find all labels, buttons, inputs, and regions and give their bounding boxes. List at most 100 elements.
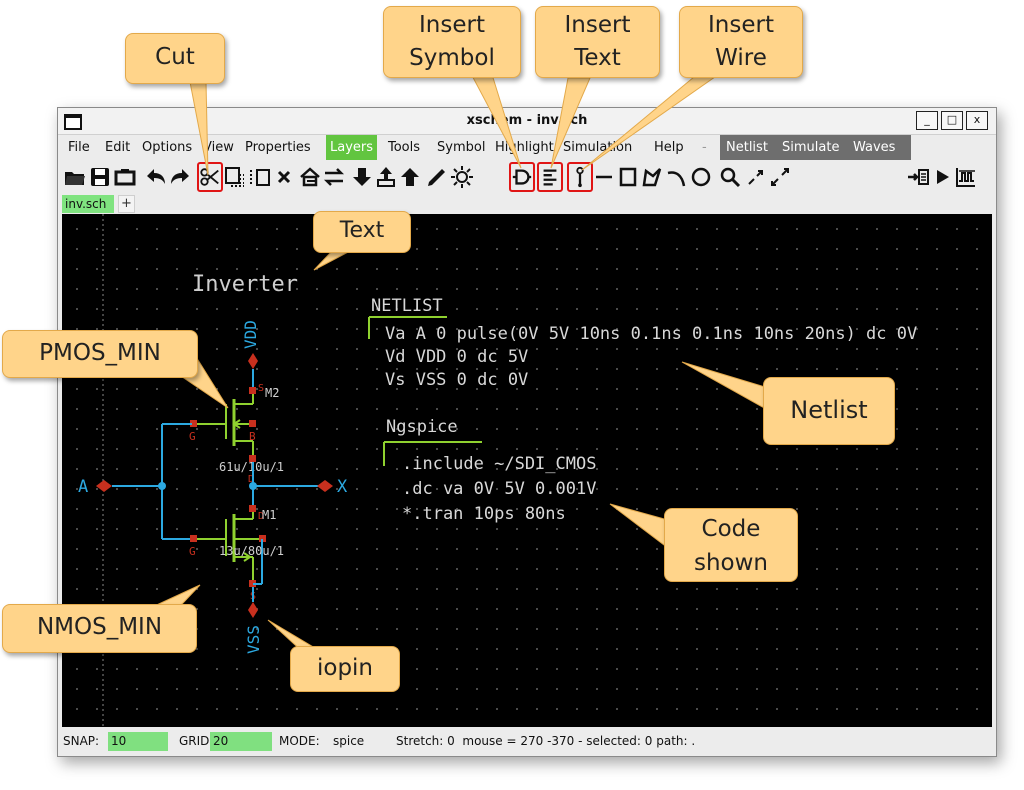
menu-edit[interactable]: Edit	[105, 140, 131, 155]
swap-icon[interactable]	[322, 165, 346, 189]
callout-netlist-text: Netlist	[790, 396, 868, 424]
x-label: X	[337, 477, 348, 497]
menu-tools[interactable]: Tools	[388, 140, 421, 155]
m1-label: M1	[262, 508, 276, 522]
window-menu-icon[interactable]	[64, 114, 82, 130]
menu-waves[interactable]: Waves	[853, 140, 896, 155]
title-bar[interactable]: xschem - inv.sch _ □ x	[58, 108, 996, 135]
insert-text-icon[interactable]	[537, 162, 563, 192]
netlist-line-2: Vd VDD 0 dc 5V	[385, 347, 528, 367]
menu-simulation[interactable]: Simulation	[563, 140, 633, 155]
simulate-icon[interactable]	[930, 165, 954, 189]
tab-bar: inv.sch +	[58, 194, 996, 214]
callout-insert-symbol-line2: Symbol	[409, 45, 495, 71]
a-iopin	[96, 480, 112, 492]
line-icon[interactable]	[592, 165, 616, 189]
m2-pin-s: S	[258, 383, 264, 394]
ngspice-header: Ngspice	[386, 417, 458, 437]
nmos-m1[interactable]	[190, 505, 266, 587]
zoom-in-icon[interactable]	[744, 165, 768, 189]
m2-pin-b: B	[249, 430, 256, 443]
move-icon[interactable]	[298, 165, 322, 189]
zoom-icon[interactable]	[718, 165, 742, 189]
cut-icon[interactable]	[197, 162, 223, 192]
save-icon[interactable]	[88, 165, 112, 189]
xschem-window: xschem - inv.sch _ □ x File Edit Options…	[57, 107, 997, 757]
status-bar: SNAP: 10 GRID: 20 MODE: spice Stretch: 0…	[58, 729, 996, 755]
brightness-icon[interactable]	[450, 165, 474, 189]
zoom-out-icon[interactable]	[768, 165, 792, 189]
callout-text-text: Text	[339, 218, 385, 243]
schematic-title: Inverter	[192, 272, 298, 297]
m2-size: 61u/10u/1	[219, 460, 284, 474]
draw-icon[interactable]	[425, 165, 449, 189]
maximize-button[interactable]: □	[941, 111, 963, 130]
vss-label: VSS	[244, 625, 263, 654]
minimize-button[interactable]: _	[916, 111, 938, 130]
menu-properties[interactable]: Properties	[245, 140, 311, 155]
callout-cut-text: Cut	[155, 44, 195, 70]
menu-symbol[interactable]: Symbol	[437, 140, 486, 155]
copy-icon[interactable]	[223, 165, 247, 189]
toolbar	[58, 161, 996, 194]
grid-label: GRID:	[179, 734, 214, 748]
arc-icon[interactable]	[665, 165, 689, 189]
menu-file[interactable]: File	[68, 140, 90, 155]
ngspice-line-3: *.tran 10ps 80ns	[402, 504, 566, 524]
grid-input[interactable]: 20	[210, 732, 272, 751]
insert-icon[interactable]	[374, 165, 398, 189]
insert-symbol-icon[interactable]	[509, 162, 535, 192]
m1-pin-g: G	[189, 545, 196, 558]
menu-bar: File Edit Options View Properties Layers…	[58, 135, 996, 160]
close-button[interactable]: x	[966, 111, 988, 130]
m2-pin-g: G	[189, 430, 196, 443]
add-tab-button[interactable]: +	[118, 195, 135, 213]
callout-cut: Cut	[125, 33, 225, 84]
waves-icon[interactable]	[954, 165, 978, 189]
menu-highlight[interactable]: Highlight	[495, 140, 554, 155]
callout-code-shown-line2: shown	[693, 550, 769, 576]
netlist-icon[interactable]	[906, 165, 930, 189]
callout-insert-wire-line2: Wire	[715, 45, 767, 71]
vdd-label: VDD	[241, 320, 260, 349]
redo-icon[interactable]	[168, 165, 192, 189]
snap-input[interactable]: 10	[108, 732, 168, 751]
pmos-m2[interactable]	[190, 387, 256, 462]
out-junction	[249, 482, 257, 490]
delete-icon[interactable]	[272, 165, 296, 189]
insert-wire-icon[interactable]	[567, 162, 593, 192]
callout-nmos: NMOS_MIN	[2, 604, 197, 653]
window-title: xschem - inv.sch	[466, 113, 588, 128]
mode-label: MODE:	[279, 734, 320, 748]
callout-pmos-text: PMOS_MIN	[39, 340, 161, 366]
tab-inv-sch[interactable]: inv.sch	[62, 195, 114, 213]
callout-pmos: PMOS_MIN	[2, 330, 198, 378]
menu-netlist[interactable]: Netlist	[726, 140, 768, 155]
reload-icon[interactable]	[113, 165, 137, 189]
undo-icon[interactable]	[144, 165, 168, 189]
descend-icon[interactable]	[350, 165, 374, 189]
paste-icon[interactable]	[248, 165, 272, 189]
ngspice-line-1: .include ~/SDI_CMOS	[402, 454, 596, 474]
polygon-icon[interactable]	[640, 165, 664, 189]
vdd-iopin	[248, 353, 258, 369]
rect-icon[interactable]	[616, 165, 640, 189]
callout-insert-symbol-line1: Insert	[419, 12, 485, 38]
callout-nmos-text: NMOS_MIN	[36, 614, 163, 640]
netlist-line-1: Va A 0 pulse(0V 5V 10ns 0.1ns 0.1ns 10ns…	[385, 324, 917, 344]
status-info: Stretch: 0 mouse = 270 -370 - selected: …	[396, 734, 696, 748]
circle-icon[interactable]	[689, 165, 713, 189]
vss-iopin	[248, 602, 258, 618]
menu-simulate[interactable]: Simulate	[782, 140, 840, 155]
menu-layers[interactable]: Layers	[326, 135, 378, 160]
menu-help[interactable]: Help	[654, 140, 684, 155]
open-icon[interactable]	[63, 165, 87, 189]
ascend-icon[interactable]	[398, 165, 422, 189]
schematic-canvas[interactable]: Inverter VDD S M2	[62, 214, 992, 727]
menu-view[interactable]: View	[203, 140, 234, 155]
menu-options[interactable]: Options	[142, 140, 193, 155]
m1-size: 13u/80u/1	[219, 544, 284, 558]
